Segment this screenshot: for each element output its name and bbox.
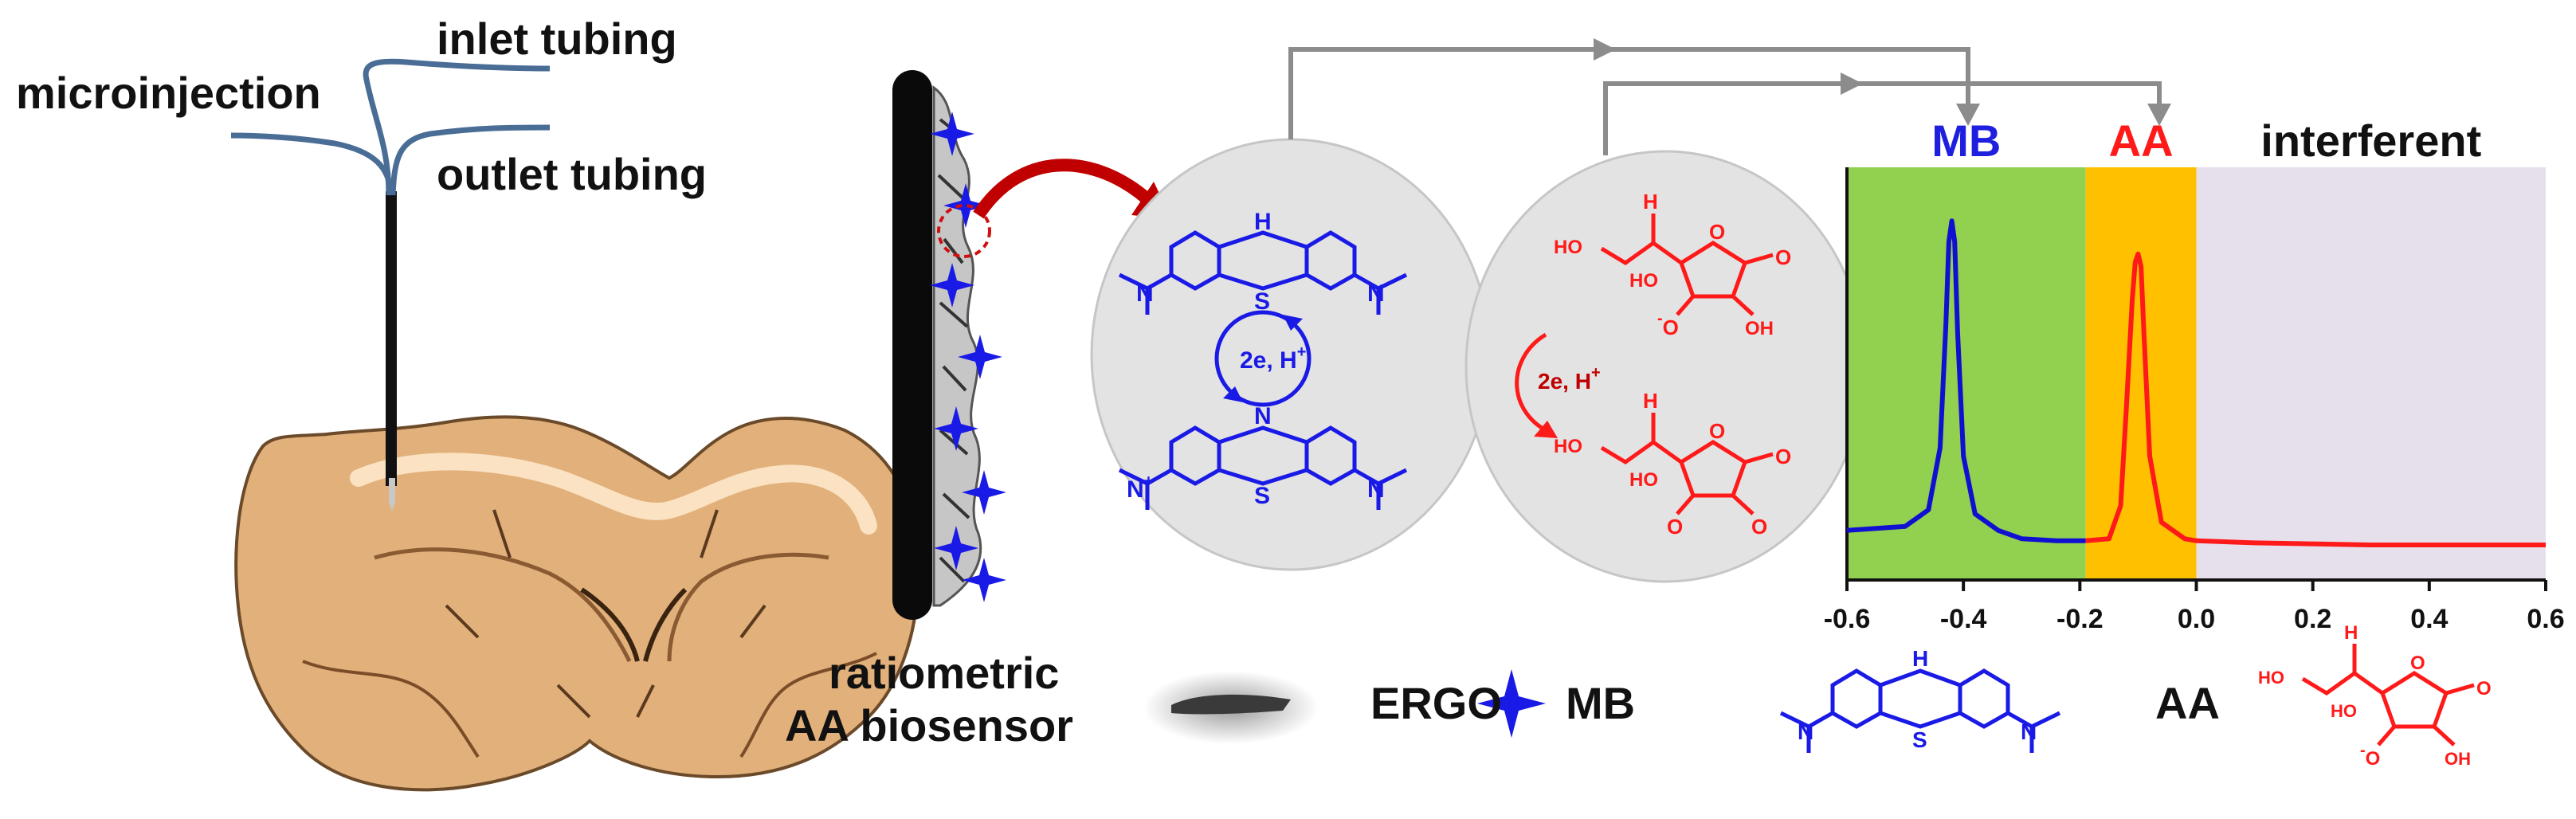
microdialysis-probe	[386, 191, 397, 486]
mb-legend-structure	[1779, 668, 2061, 753]
mb-oxidized-structure	[1118, 425, 1408, 510]
legend-aa-label: AA	[2155, 678, 2220, 728]
aa-legend-structure	[2301, 644, 2475, 747]
mb-n-ring: N	[1254, 403, 1272, 429]
aa-oxidized-structure	[1600, 413, 1774, 515]
aa-h-atom-2: H	[1643, 389, 1658, 413]
inlet-tubing-label: inlet tubing	[437, 14, 677, 64]
zoom-arrow	[973, 159, 1152, 219]
aa-o-keto-2: O	[1751, 515, 1767, 539]
chart-region-label-0: MB	[1931, 116, 2001, 166]
chart-x-tick-label-6: 0.6	[2527, 604, 2564, 634]
aa-ho-1: HO	[1554, 237, 1582, 258]
mb-legend-h: H	[1912, 646, 1928, 671]
aa-o-carbonyl: O	[1775, 245, 1791, 269]
aa-o-ring: O	[1709, 220, 1725, 244]
mb-n-right-2: N	[1367, 476, 1385, 503]
aa-ho-2: HO	[1629, 270, 1658, 292]
mb-s-atom-2: S	[1254, 483, 1270, 509]
aa-o-keto-1: O	[1667, 515, 1683, 539]
mb-legend-n-right: N	[2021, 719, 2037, 744]
sensor-label-line2: AA biosensor	[785, 700, 1073, 750]
chart-x-tick-label-0: -0.6	[1824, 604, 1871, 634]
chart-x-tick-label-5: 0.4	[2410, 604, 2448, 634]
chart-series-0	[1846, 218, 2086, 543]
chart-x-tick-label-2: -0.2	[2056, 604, 2104, 634]
legend-ergo-label: ERGO	[1370, 678, 1502, 728]
mb-redox-cycle	[1214, 310, 1312, 407]
aa-legend-ho-2: HO	[2331, 701, 2357, 721]
chart-region-label-2: interferent	[2260, 116, 2481, 166]
mb-h-atom: H	[1254, 209, 1272, 235]
chart-series-1	[2085, 251, 2546, 547]
mb-legend-star	[1477, 669, 1546, 738]
aa-o-carbonyl-2: O	[1775, 445, 1791, 468]
mb-electron-text: 2e, H+	[1240, 343, 1306, 374]
aa-oh: OH	[1745, 318, 1774, 339]
mb-legend-n-left: N	[1798, 719, 1813, 744]
tubing	[230, 58, 551, 196]
mb-s-atom: S	[1254, 288, 1270, 315]
chart-x-tick-label-3: 0.0	[2178, 604, 2215, 634]
chart-region-1	[2085, 167, 2197, 580]
aa-reduced-structure	[1600, 214, 1774, 316]
aa-h-atom: H	[1643, 190, 1658, 214]
aa-electron-text: 2e, H+	[1538, 364, 1601, 394]
aa-ho-3: HO	[1554, 436, 1582, 457]
mb-n-left: N	[1136, 280, 1154, 307]
chart-x-tick-label-4: 0.2	[2294, 604, 2331, 634]
mb-legend-s: S	[1912, 727, 1927, 752]
outlet-tubing-label: outlet tubing	[437, 149, 708, 199]
mb-n-right: N	[1367, 280, 1385, 307]
microinjection-label: microinjection	[16, 68, 321, 118]
chart-region-0	[1847, 167, 2086, 580]
legend-mb-label: MB	[1566, 678, 1636, 728]
peak-pointer-arrows	[1288, 47, 2162, 155]
aa-legend-oh: OH	[2445, 749, 2471, 769]
mb-reduced-structure	[1118, 230, 1408, 315]
electrode-rod	[892, 70, 932, 620]
aa-legend-o-minus: -O	[2360, 742, 2380, 770]
chart-region-label-1: AA	[2109, 116, 2174, 166]
highlight-circle	[937, 204, 991, 258]
aa-redox-arrow	[1515, 332, 1555, 437]
aa-legend-h: H	[2344, 622, 2358, 644]
chart-x-tick-label-1: -0.4	[1940, 604, 1987, 634]
aa-o-ring-2: O	[1709, 419, 1725, 443]
sensor-label-line1: ratiometric	[829, 648, 1060, 698]
aa-ho-4: HO	[1629, 469, 1658, 491]
aa-legend-ho-1: HO	[2258, 668, 2284, 688]
aa-legend-o-carbonyl: O	[2476, 678, 2492, 699]
brain-slice	[234, 415, 920, 792]
ergo-coating	[932, 85, 982, 607]
aa-legend-o-ring: O	[2410, 652, 2425, 674]
chart-region-2	[2196, 167, 2546, 580]
mb-stars	[930, 112, 1006, 602]
mb-n-plus: N+	[1127, 472, 1153, 503]
aa-o-minus: -O	[1657, 310, 1679, 339]
